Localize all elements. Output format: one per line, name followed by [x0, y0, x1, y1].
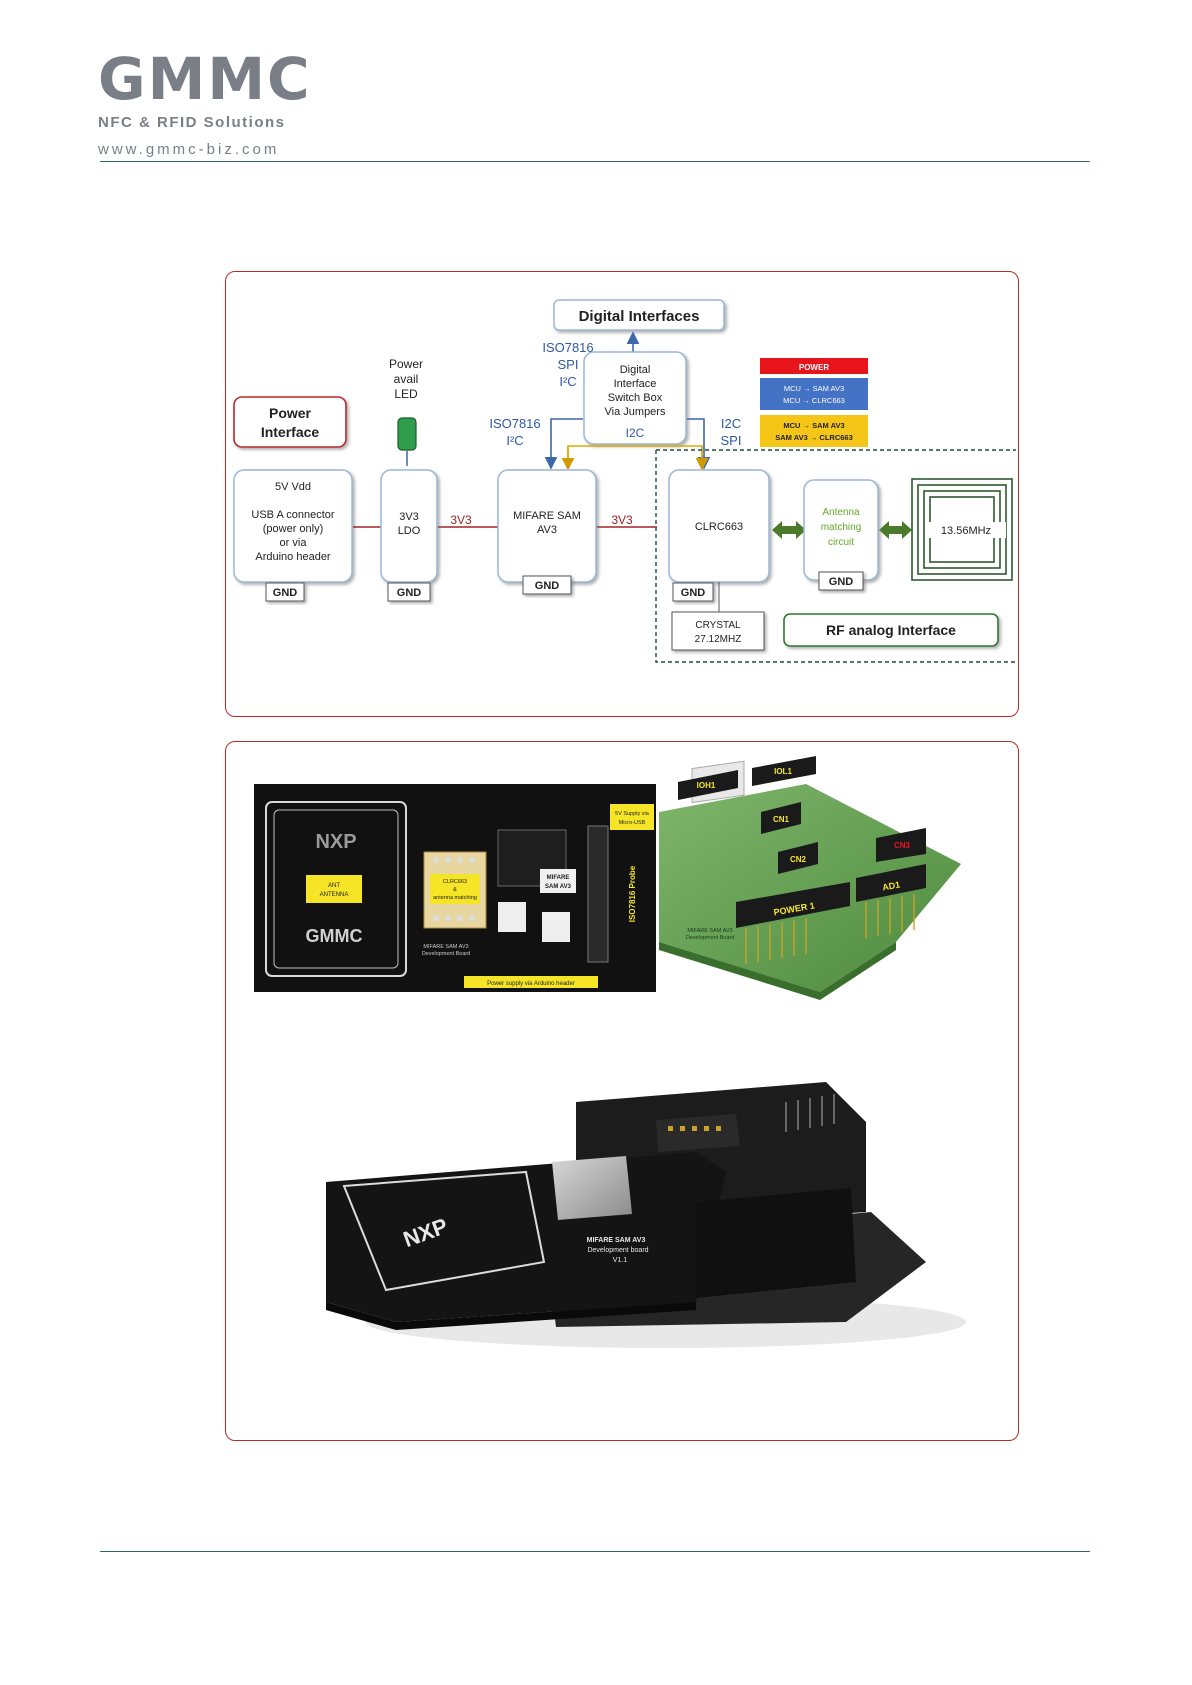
legend-blue-line2: MCU → CLRC663	[783, 396, 845, 405]
board-photos-panel: NXP ANT ANTENNA GMMC CLRC663 & antenna m…	[225, 741, 1019, 1441]
legend-blue	[760, 378, 868, 410]
board-top-view-photo: NXP ANT ANTENNA GMMC CLRC663 & antenna m…	[254, 784, 656, 992]
sam-label-line1: MIFARE	[547, 875, 570, 881]
legend-power-label: POWER	[799, 363, 829, 372]
iso-probe-label: ISO7816 Probe	[628, 865, 637, 922]
antenna-line1: Antenna	[822, 507, 860, 518]
ant-label-box	[306, 875, 362, 903]
i2c-label-top: I²C	[559, 374, 576, 389]
vdd-line2: USB A connector	[251, 509, 334, 521]
switch-box-line1: Digital	[620, 364, 651, 376]
switch-box-line2: Interface	[614, 378, 657, 390]
logo-wordmark: GMMC	[98, 50, 298, 108]
ldo-gnd-label: GND	[397, 587, 422, 599]
nxp-logo-top: NXP	[315, 831, 356, 853]
freq-label: 13.56MHz	[941, 525, 991, 537]
vdd-line4: or via	[280, 537, 308, 549]
spi-label-right: SPI	[721, 433, 742, 448]
angled-board-name-line1: MIFARE SAM AV3	[687, 928, 732, 934]
antenna-line2: matching	[821, 522, 862, 533]
vdd-title: 5V Vdd	[275, 481, 311, 493]
top-board-name-line2: Development Board	[422, 951, 471, 957]
rf-interface-title: RF analog Interface	[826, 622, 956, 638]
header-divider	[100, 161, 1090, 162]
board-stacked-view-photo: NXP MIFARE SAM AV3 Development board V1.…	[326, 1082, 966, 1348]
clrc663-label: CLRC663	[695, 521, 743, 533]
sam-line1: MIFARE SAM	[513, 510, 581, 522]
stacked-board-name-line2: Development board	[587, 1247, 648, 1254]
legend-yellow	[760, 415, 868, 447]
led-label-line3: LED	[394, 387, 418, 401]
sam-gnd-label: GND	[535, 580, 560, 592]
corner-label-line1: 5V Supply via	[615, 811, 650, 817]
power-led	[398, 418, 416, 450]
led-label-line2: avail	[394, 372, 419, 386]
gmmc-logo-board: GMMC	[306, 926, 363, 946]
i2c-yellow-label: I2C	[626, 426, 645, 440]
iso7816-label-top: ISO7816	[542, 340, 593, 355]
i2c-label-left: I²C	[506, 433, 523, 448]
ant-label-line2: ANTENNA	[320, 892, 349, 898]
board-angled-view-photo: IOH1 IOL1 CN1 CN2 CN3 POWER 1 AD1 MIFARE…	[659, 756, 961, 1000]
bottom-label: Power supply via Arduino header	[487, 981, 575, 987]
switch-box-line3: Switch Box	[608, 392, 663, 404]
board-photos: NXP ANT ANTENNA GMMC CLRC663 & antenna m…	[226, 742, 1018, 1440]
legend-yellow-line1: MCU → SAM AV3	[783, 421, 844, 430]
header-iol1: IOL1	[774, 767, 792, 776]
spi-label-top: SPI	[558, 357, 579, 372]
header-cn3: CN3	[894, 841, 911, 850]
logo-url: www.gmmc-biz.com	[98, 141, 298, 158]
sam-label-line2: SAM AV3	[545, 884, 572, 890]
clrc-gnd-label: GND	[681, 587, 706, 599]
antenna-coil-arrow	[879, 521, 912, 539]
crystal-line1: CRYSTAL	[695, 620, 741, 631]
digital-interfaces-title: Digital Interfaces	[579, 308, 700, 325]
switch-box-line4: Via Jumpers	[605, 406, 666, 418]
stacked-board-name-line3: V1.1	[613, 1257, 628, 1264]
iso7816-label-left: ISO7816	[489, 416, 540, 431]
angled-board-name-line2: Development Board	[686, 935, 735, 941]
company-logo: GMMC NFC & RFID Solutions www.gmmc-biz.c…	[98, 50, 298, 158]
corner-label-line2: Micro-USB	[619, 820, 646, 826]
logo-tagline: NFC & RFID Solutions	[98, 114, 298, 131]
power-interface-line2: Interface	[261, 424, 320, 440]
ldo-line1: 3V3	[399, 511, 419, 523]
antenna-gnd-label: GND	[829, 576, 854, 588]
legend-blue-line1: MCU → SAM AV3	[784, 384, 844, 393]
block-diagram: Digital Interfaces ISO7816 SPI I²C Power…	[226, 272, 1018, 716]
i2c-label-right: I2C	[721, 416, 741, 431]
power-interface-line1: Power	[269, 405, 312, 421]
stacked-board-name-line1: MIFARE SAM AV3	[587, 1237, 646, 1244]
header-cn1: CN1	[773, 815, 790, 824]
clrc-antenna-arrow	[772, 521, 806, 539]
rail-3v3-left: 3V3	[450, 513, 472, 527]
block-diagram-panel: Digital Interfaces ISO7816 SPI I²C Power…	[225, 271, 1019, 717]
antenna-line3: circuit	[828, 537, 854, 548]
vdd-line5: Arduino header	[255, 551, 331, 563]
header-ioh1: IOH1	[697, 781, 716, 790]
rail-3v3-right: 3V3	[611, 513, 633, 527]
clrc-label-line2: &	[453, 887, 457, 893]
ldo-line2: LDO	[398, 525, 421, 537]
clrc-label-line1: CLRC663	[443, 879, 467, 885]
corner-label-box	[610, 804, 654, 830]
ant-label-line1: ANT	[328, 883, 340, 889]
top-board-name-line1: MIFARE SAM AV3	[423, 944, 468, 950]
crystal-line2: 27.12MHZ	[695, 634, 742, 645]
clrc-label-line3: antenna matching	[433, 895, 477, 901]
vdd-gnd-label: GND	[273, 587, 298, 599]
header-cn2: CN2	[790, 855, 807, 864]
vdd-line3: (power only)	[263, 523, 324, 535]
footer-divider	[100, 1551, 1090, 1552]
legend-yellow-line2: SAM AV3 → CLRC663	[775, 433, 853, 442]
led-label-line1: Power	[389, 357, 423, 371]
rf-shield-can	[552, 1156, 632, 1220]
sam-line2: AV3	[537, 524, 557, 536]
